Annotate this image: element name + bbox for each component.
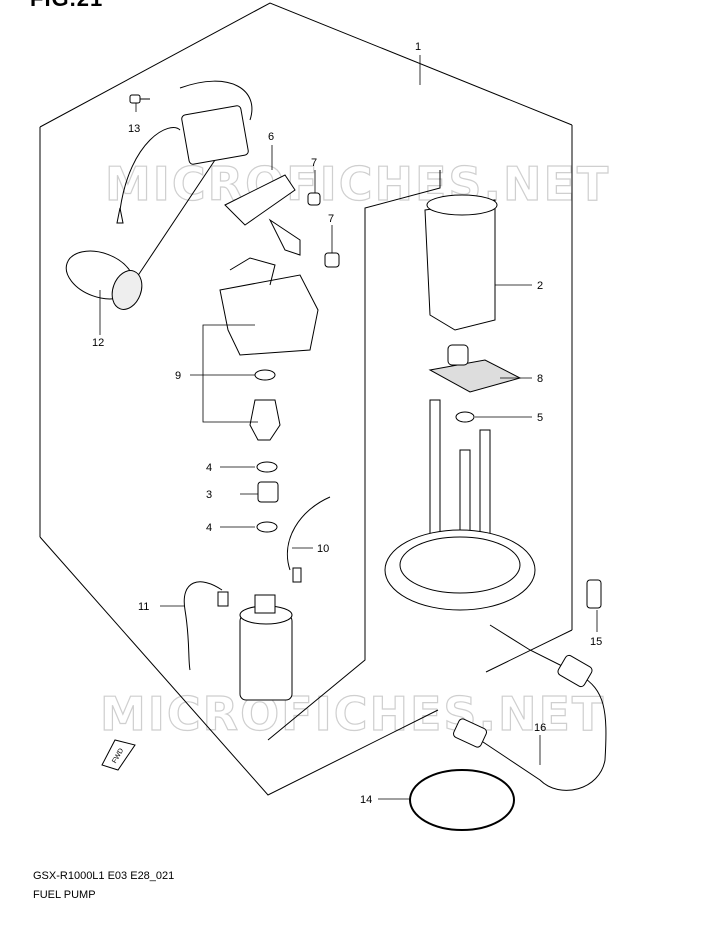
callout-12: 12 (92, 337, 104, 349)
bolt-15 (586, 579, 602, 609)
callout-9: 9 (175, 370, 181, 382)
o-ring-4-lower (256, 521, 278, 533)
figure-title: FIG.21 (30, 0, 103, 12)
callout-15: 15 (590, 636, 602, 648)
leader-lines (99, 55, 598, 800)
pump-case-2 (424, 194, 498, 331)
fuel-hose-16 (452, 624, 607, 791)
connector-3 (257, 481, 279, 503)
regulator-housing-9 (219, 257, 319, 441)
o-ring-4-upper (256, 461, 278, 473)
fuel-level-gauge-12 (65, 80, 253, 310)
footer-code: GSX-R1000L1 E03 E28_021 (33, 870, 175, 882)
callout-7a: 7 (311, 157, 317, 169)
bolt-13 (129, 94, 150, 104)
gasket-14 (409, 769, 515, 831)
callout-6: 6 (268, 131, 274, 143)
callout-11: 11 (138, 601, 149, 613)
watermark-top: MICROFICHES.NET (105, 157, 610, 211)
callout-16: 16 (534, 722, 546, 734)
screw-7-upper (307, 192, 321, 206)
fwd-arrow: FWD (101, 739, 136, 771)
filter-8 (428, 344, 522, 393)
footer-name: FUEL PUMP (33, 889, 96, 901)
callout-1: 1 (415, 41, 421, 53)
callout-4b: 4 (206, 522, 212, 534)
callout-5: 5 (537, 412, 543, 424)
lead-wire-10 (286, 496, 331, 583)
callout-8: 8 (537, 373, 543, 385)
callout-3: 3 (206, 489, 212, 501)
lead-wire-11 (183, 581, 229, 671)
o-ring-5 (455, 411, 475, 423)
callout-14: 14 (360, 794, 372, 806)
callout-4a: 4 (206, 462, 212, 474)
callout-13: 13 (128, 123, 140, 135)
callout-7b: 7 (328, 213, 334, 225)
bracket-6 (224, 174, 301, 256)
callout-10: 10 (317, 543, 329, 555)
screw-7-lower (324, 252, 340, 268)
fuel-pump-motor (239, 594, 293, 701)
assembly-outline (39, 2, 573, 796)
watermark-bottom: MICROFICHES.NET (100, 687, 605, 741)
pump-plate-assembly (384, 399, 536, 611)
callout-2: 2 (537, 280, 543, 292)
